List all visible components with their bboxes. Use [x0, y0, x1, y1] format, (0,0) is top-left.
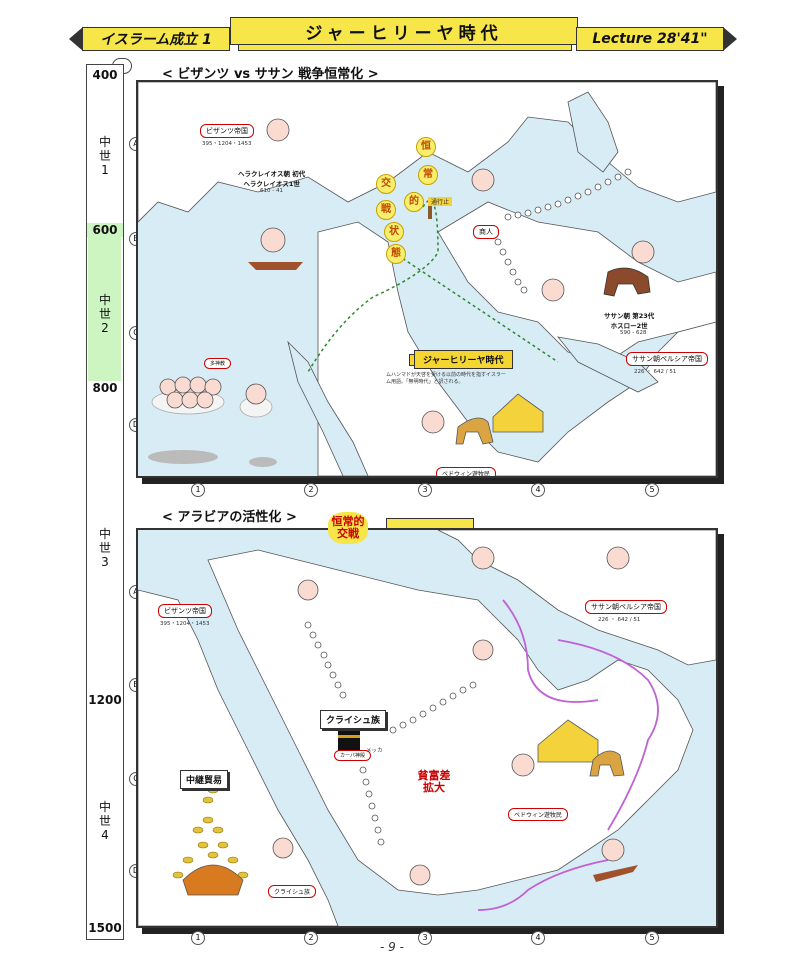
label-rich-poor-gap: 貧富差拡大 [417, 769, 451, 794]
title-ribbon [238, 45, 572, 51]
label-quraysh-figure: クライシュ族 [268, 885, 317, 898]
caption-khosrow-years: 590 - 628 [620, 330, 647, 336]
label-bedouin: ベドウィン遊牧民 [436, 467, 497, 476]
caption-khosrow: ササン朝 第23代 ホスロー2世 [604, 312, 655, 330]
year-label: 400 [87, 68, 123, 82]
jahiliyya-description: ムハンマドが天啓を受ける以前の時代を指すイスラーム用語。「無明時代」と訳される。 [386, 372, 506, 385]
label-polytheism: 多神教 [204, 358, 232, 369]
vertical-char: 状 [384, 222, 404, 242]
vertical-char: 常 [418, 165, 438, 185]
map-bottom-landmass [138, 530, 716, 926]
year-label: 1200 [87, 693, 123, 707]
year-label: 1500 [87, 921, 123, 935]
burst-constant-war: 恒常的交戦 [328, 512, 368, 544]
signpost-label: 通行止 [428, 197, 453, 206]
col-marker: 1 [191, 931, 205, 945]
era-highlight [88, 225, 121, 385]
col-marker: 5 [645, 931, 659, 945]
caption-heraclius: ヘラクレイオス朝 初代 ヘラクレイオス1世 [238, 170, 306, 188]
label-sasanian: ササン朝ペルシア帝国 [626, 352, 708, 366]
year-label: 800 [87, 381, 123, 395]
col-marker: 5 [645, 483, 659, 497]
label-bedouin: ベドウィン遊牧民 [508, 808, 569, 821]
vertical-char: 戦 [376, 200, 396, 220]
year-label: 600 [87, 223, 123, 237]
label-sasanian: ササン朝ペルシア帝国 [585, 600, 667, 614]
label-quraysh: クライシュ族 [320, 710, 387, 729]
header-left-label: イスラーム成立 1 [69, 27, 230, 51]
map-top: ビザンツ帝国 395・1204・1453 ヘラクレイオス朝 初代 ヘラクレイオス… [136, 80, 718, 478]
page-number: - 9 - [380, 940, 404, 954]
col-marker: 1 [191, 483, 205, 497]
col-marker: 4 [531, 483, 545, 497]
col-marker: 3 [418, 483, 432, 497]
section-title-top: < ビザンツ vs ササン 戦争恒常化 > [162, 67, 379, 82]
label-byzantine: ビザンツ帝国 [158, 604, 212, 618]
label-transit-trade: 中継貿易 [180, 770, 229, 789]
vertical-char: 交 [376, 174, 396, 194]
vertical-char: 恒 [416, 137, 436, 157]
lecture-time-label: Lecture 28'41" [576, 27, 737, 51]
label-merchant: 商人 [473, 225, 499, 239]
page-title: ジャーヒリーヤ時代 [230, 17, 578, 45]
label-mecca: メッカ [366, 748, 383, 754]
col-marker: 2 [304, 483, 318, 497]
col-marker: 4 [531, 931, 545, 945]
section-title-bottom: < アラビアの活性化 > [162, 510, 297, 525]
label-byzantine-years: 395・1204・1453 [202, 141, 252, 147]
map-bottom: ビザンツ帝国 395・1204・1453 ササン朝ペルシア帝国 226 ・ 64… [136, 528, 718, 928]
vertical-char: 態 [386, 244, 406, 264]
label-byzantine: ビザンツ帝国 [200, 124, 254, 138]
label-sasanian-years: 226 ・ 642 / 51 [634, 369, 677, 375]
col-marker: 2 [304, 931, 318, 945]
caption-heraclius-years: 610 - 41 [260, 188, 283, 194]
vertical-char: 的 [404, 192, 424, 212]
label-sasanian-years: 226 ・ 642 / 51 [598, 617, 641, 623]
label-byzantine-years: 395・1204・1453 [160, 621, 210, 627]
col-marker: 3 [418, 931, 432, 945]
label-kaaba: カーバ神殿 [334, 750, 371, 761]
label-jahiliyya: ジャーヒリーヤ時代 [409, 350, 513, 369]
